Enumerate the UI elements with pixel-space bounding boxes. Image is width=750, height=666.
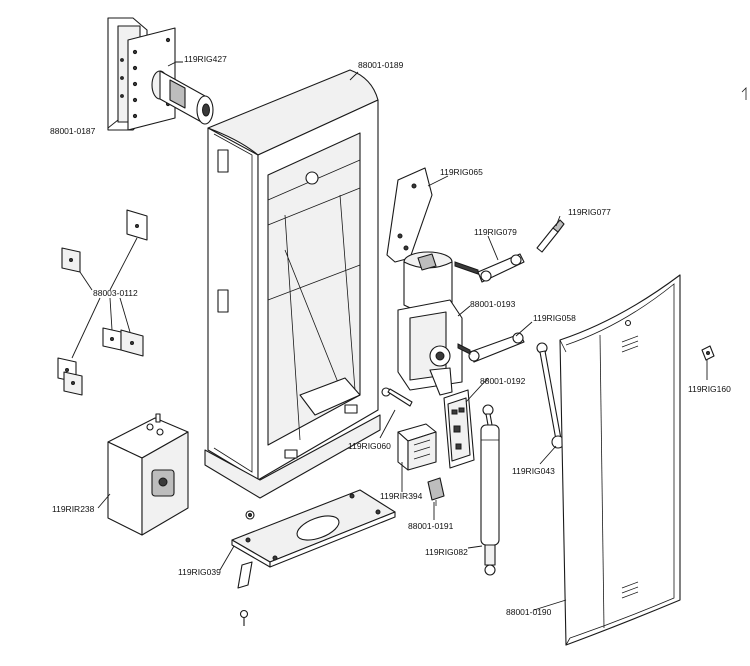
part-119RIG058-lever[interactable] [457,332,525,363]
label-119RIG082: 119RIG082 [425,547,468,557]
part-119RIR394-transformer[interactable] [397,423,437,471]
part-119RIG082-spring[interactable] [480,404,500,576]
label-88001-0192: 88001-0192 [480,376,526,386]
label-119RIR238: 119RIR238 [52,504,95,514]
part-88001-0190-cover[interactable] [559,274,681,646]
label-119RIG060: 119RIG060 [348,441,391,451]
corner-mark [741,87,747,100]
label-88001-0190: 88001-0190 [506,607,552,617]
part-119RIR238-control-box[interactable] [107,413,189,536]
part-119RIG079-linkage[interactable] [454,253,525,283]
part-119RIG065-arm[interactable] [386,167,433,263]
part-88003-0112-brackets[interactable] [57,209,148,396]
part-119RIG427-shaft[interactable] [151,70,214,125]
label-119RIG077: 119RIG077 [568,207,611,217]
label-119RIG043: 119RIG043 [512,466,555,476]
label-119RIR394: 119RIR394 [380,491,423,501]
label-88003-0112: 88003-0112 [93,288,138,298]
label-119RIG427: 119RIG427 [184,54,227,64]
part-88001-0189-cabinet[interactable] [204,69,381,499]
part-119RIG060-bolt[interactable] [381,387,413,407]
label-119RIG065: 119RIG065 [440,167,483,177]
part-88001-0191-capacitor[interactable] [427,477,445,506]
part-119RIG039-base-plate[interactable] [231,489,396,626]
part-119RIG077-pin[interactable] [536,219,565,253]
label-88001-0191: 88001-0191 [408,521,454,531]
label-119RIG058: 119RIG058 [533,313,576,323]
label-88001-0189: 88001-0189 [358,60,404,70]
part-119RIG043-rod[interactable] [536,342,565,449]
leader-lines [71,61,708,611]
label-88001-0193: 88001-0193 [470,299,516,309]
part-88001-0193-motor[interactable] [397,251,463,396]
part-labels: 88001-0187 119RIG427 88001-0189 119RIG06… [50,54,731,617]
part-119RIG160-clip[interactable] [701,345,715,361]
label-119RIG039: 119RIG039 [178,567,221,577]
label-119RIG079: 119RIG079 [474,227,517,237]
part-88001-0187-bracket[interactable] [107,17,176,131]
label-119RIG160: 119RIG160 [688,384,731,394]
part-88001-0192-board[interactable] [443,389,475,469]
label-88001-0187: 88001-0187 [50,126,96,136]
